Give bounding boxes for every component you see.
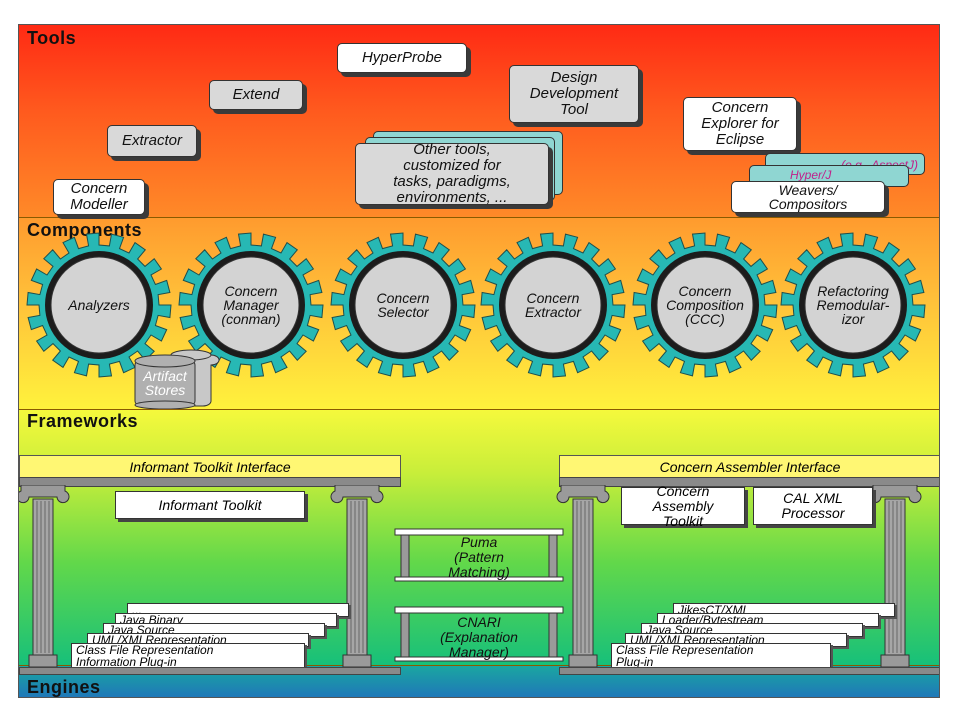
concern-modeller-tool: Concern Modeller — [53, 179, 145, 215]
other-tools-line: tasks, paradigms, — [393, 173, 511, 190]
gear-label-line: izor — [842, 311, 866, 327]
concern-explorer-line: Concern — [711, 99, 769, 116]
cal-line: CAL XML — [783, 490, 843, 506]
concern-explorer-tool: Concern Explorer for Eclipse — [683, 97, 797, 151]
informant-toolkit-box: Informant Toolkit — [115, 491, 305, 519]
concern-assembly-toolkit-box: Concern Assembly Toolkit — [621, 482, 745, 528]
design-development-tool: Design Development Tool — [509, 65, 639, 123]
gear-label-line: (conman) — [221, 311, 280, 327]
framework-column — [19, 485, 70, 668]
ddt-line: Tool — [560, 101, 588, 118]
concern-explorer-line: Eclipse — [715, 131, 765, 148]
artifact-stores-line: Stores — [144, 382, 186, 398]
ddt-line: Design — [550, 69, 598, 86]
assembler-beam — [559, 477, 939, 487]
components-gears: AnalyzersConcernManager(conman)ConcernSe… — [26, 232, 926, 378]
extend-tool: Extend — [209, 80, 303, 110]
hyperprobe-label: HyperProbe — [361, 49, 443, 66]
cat-line: Concern — [656, 482, 710, 499]
cat-line: Assembly — [652, 497, 714, 514]
gear-label-line: Concern — [225, 283, 278, 299]
gear-label-line: Remodular- — [817, 297, 890, 313]
other-tools: Other tools, customized for tasks, parad… — [355, 141, 549, 206]
cal-xml-processor-box: CAL XML Processor — [753, 487, 873, 525]
hyperprobe-tool: HyperProbe — [337, 43, 467, 73]
gear-label-line: Selector — [377, 304, 430, 320]
weavers-line: Weavers/ — [778, 182, 838, 198]
gear-label-line: Analyzers — [67, 297, 129, 313]
concern-assembler-interface: Concern Assembler Interface — [559, 455, 939, 479]
left-front-line: Information Plug-in — [76, 655, 177, 669]
other-tools-line: Other tools, — [413, 141, 491, 158]
informant-beam — [19, 477, 401, 487]
framework-columns — [19, 485, 922, 668]
gear-label-line: Refactoring — [817, 283, 889, 299]
informant-base — [19, 667, 401, 675]
informant-toolkit-interface: Informant Toolkit Interface — [19, 455, 401, 479]
gear-label-line: Concern — [679, 283, 732, 299]
extend-label: Extend — [232, 86, 280, 103]
tools-title: Tools — [27, 28, 77, 48]
artifact-stores-icon — [134, 349, 220, 409]
other-tools-line: customized for — [403, 157, 501, 174]
gear-label-line: Concern — [527, 290, 580, 306]
weavers-line: Compositors — [768, 196, 848, 212]
cnari-line: Manager) — [449, 644, 509, 660]
extractor-label: Extractor — [121, 132, 182, 149]
small-temples — [394, 528, 564, 662]
artifact-stores-line: Artifact — [143, 368, 187, 384]
framework-column — [556, 485, 610, 668]
ddt-line: Development — [529, 85, 619, 102]
component-gear: Analyzers — [26, 232, 172, 378]
left-front-line: Class File Representation — [76, 643, 214, 657]
framework-column — [868, 485, 922, 668]
other-tools-line: environments, ... — [396, 189, 508, 206]
extractor-tool: Extractor — [107, 125, 197, 157]
gear-label-line: Composition — [666, 297, 744, 313]
gear-label-line: Extractor — [525, 304, 582, 320]
gear-label-line: Manager — [223, 297, 280, 313]
right-front-line: Class File Representation — [616, 643, 754, 657]
band-separator — [19, 665, 939, 666]
band-separator — [19, 217, 939, 218]
artifact-stores-label: Artifact Stores — [135, 369, 195, 397]
frameworks-title: Frameworks — [27, 411, 139, 431]
puma-line: (Pattern — [454, 549, 504, 565]
gear-label-line: Concern — [377, 290, 430, 306]
right-plugin-front: Class File Representation Plug-in — [611, 643, 831, 669]
concern-explorer-line: Explorer for — [701, 115, 779, 132]
left-plugin-front: Class File Representation Information Pl… — [71, 643, 305, 669]
engines-title: Engines — [27, 677, 101, 697]
architecture-diagram: Tools Components Frameworks Engines Hype… — [18, 24, 940, 698]
band-separator — [19, 409, 939, 410]
puma-line: Matching) — [448, 564, 510, 580]
right-front-line: Plug-in — [616, 655, 654, 669]
framework-column — [330, 485, 384, 668]
concern-modeller-line: Modeller — [70, 196, 128, 213]
assembler-base — [559, 667, 939, 675]
cnari-line: (Explanation — [440, 629, 518, 645]
weavers-compositors: Weavers/ Compositors — [731, 181, 885, 213]
concern-modeller-line: Concern — [70, 180, 128, 197]
cnari-label: CNARI (Explanation Manager) — [411, 615, 547, 660]
cat-line: Toolkit — [663, 512, 703, 529]
gear-label-line: (CCC) — [685, 311, 725, 327]
cnari-line: CNARI — [457, 614, 501, 630]
puma-line: Puma — [460, 534, 498, 550]
puma-label: Puma (Pattern Matching) — [411, 535, 547, 580]
cal-line: Processor — [781, 505, 845, 521]
